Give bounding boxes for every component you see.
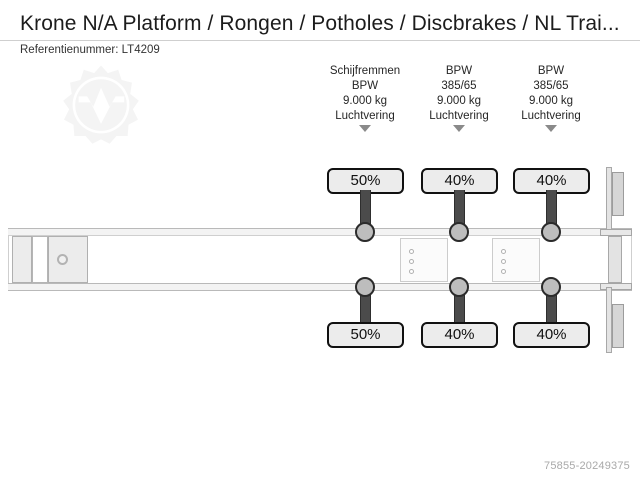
rear-upright-bottom (606, 287, 612, 353)
axle-2-percent-top: 40% (421, 168, 498, 194)
axle-1-brand: BPW (351, 80, 379, 92)
axle-1-percent-top: 50% (327, 168, 404, 194)
axle-2-brand: BPW (445, 65, 473, 77)
axle-3-tyre-size: 385/65 (533, 80, 569, 92)
reference-number: Referentienummer: LT4209 (20, 44, 160, 56)
axle-1-suspension: Luchtvering (335, 110, 395, 122)
rear-pad-bottom (612, 304, 624, 348)
axle-3-capacity: 9.000 kg (528, 95, 574, 107)
bogie-plate-1 (400, 238, 448, 282)
axle-3-percent-top: 40% (513, 168, 590, 194)
gear-logo-watermark-icon (58, 62, 144, 148)
page-title: Krone N/A Platform / Rongen / Potholes /… (20, 12, 620, 35)
axle-3-hub-top (541, 222, 561, 242)
bogie-1-bolt-2 (409, 259, 414, 264)
axle-2-percent-bottom: 40% (421, 322, 498, 348)
axle-3-brand: BPW (537, 65, 565, 77)
front-bulkhead (12, 236, 32, 283)
axle-2-hub-top (449, 222, 469, 242)
chassis-lower-rail (8, 283, 632, 291)
axle-1-percent-bottom: 50% (327, 322, 404, 348)
axle-annotation-3: BPW 385/65 9.000 kg Luchtvering (491, 64, 611, 132)
axle-1-brakes: Schijfremmen (329, 65, 401, 77)
bogie-1-bolt-1 (409, 249, 414, 254)
rear-pad-top (612, 172, 624, 216)
rear-crossmember-bottom (600, 283, 632, 290)
kingpin-icon (57, 254, 68, 265)
axle-2-tyre-size: 385/65 (441, 80, 477, 92)
axle-1-hub-bottom (355, 277, 375, 297)
axle-3-hub-bottom (541, 277, 561, 297)
bogie-2-bolt-1 (501, 249, 506, 254)
axle-annotation-1: Schijfremmen BPW 9.000 kg Luchtvering (305, 64, 425, 132)
bogie-plate-2 (492, 238, 540, 282)
axle-2-pointer-icon (453, 125, 465, 132)
rear-crossmember-top (600, 229, 632, 236)
axle-1-pointer-icon (359, 125, 371, 132)
axle-2-hub-bottom (449, 277, 469, 297)
front-gap (32, 236, 48, 283)
header-divider (0, 40, 640, 41)
page-header: Krone N/A Platform / Rongen / Potholes /… (0, 0, 640, 60)
bogie-2-bolt-2 (501, 259, 506, 264)
bogie-2-bolt-3 (501, 269, 506, 274)
axle-2-capacity: 9.000 kg (436, 95, 482, 107)
axle-3-pointer-icon (545, 125, 557, 132)
axle-1-hub-top (355, 222, 375, 242)
rear-end-frame (608, 236, 622, 283)
axle-1-capacity: 9.000 kg (342, 95, 388, 107)
bogie-1-bolt-3 (409, 269, 414, 274)
axle-annotation-2: BPW 385/65 9.000 kg Luchtvering (399, 64, 519, 132)
kingpin-plate (48, 236, 88, 283)
axle-2-suspension: Luchtvering (429, 110, 489, 122)
axle-3-suspension: Luchtvering (521, 110, 581, 122)
serial-watermark: 75855-20249375 (544, 460, 630, 472)
axle-3-percent-bottom: 40% (513, 322, 590, 348)
